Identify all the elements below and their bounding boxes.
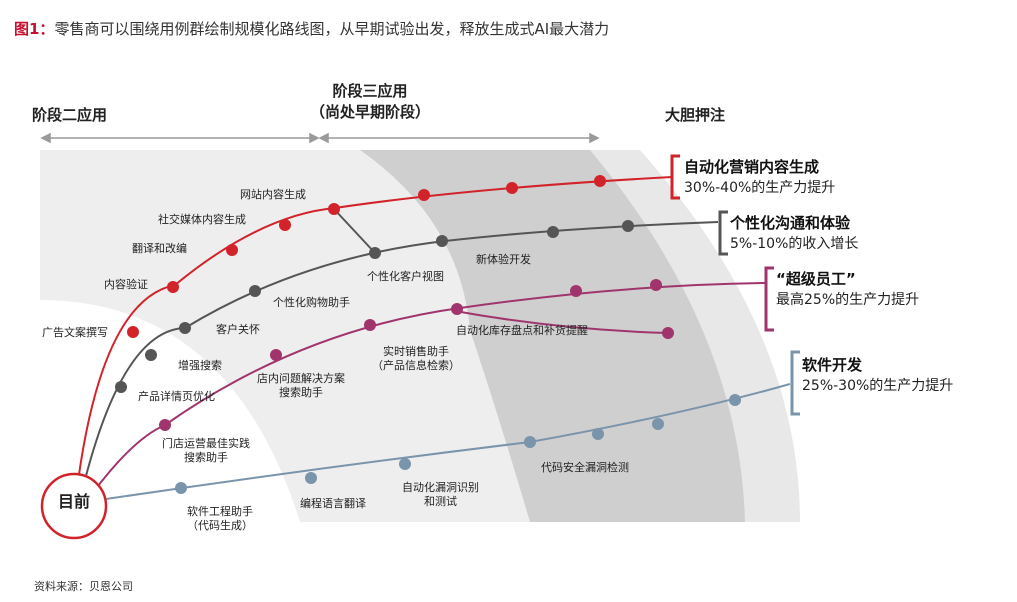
- track-dot: [650, 279, 662, 291]
- super-employee-track-dots: [159, 279, 674, 431]
- track-dot: [524, 436, 536, 448]
- track-dot: [592, 428, 604, 440]
- figure-title-lead: 图1：: [14, 20, 55, 38]
- track-dot: [547, 226, 559, 238]
- track-dot: [399, 458, 411, 470]
- source-note: 资料来源：贝恩公司: [34, 580, 133, 593]
- node-label-security-scan: 代码安全漏洞检测: [541, 461, 629, 474]
- figure-title: 图1：零售商可以围绕用例群绘制规模化路线图，从早期试验出发，释放生成式AI最大潜…: [14, 18, 609, 39]
- super-employee-branch: [454, 310, 669, 334]
- track-dot: [115, 381, 127, 393]
- super-employee-track-line: [83, 282, 766, 506]
- track-dot: [506, 182, 518, 194]
- current-zone: [40, 300, 300, 522]
- start-label: 目前: [57, 492, 90, 511]
- phase-three-arrow: [318, 132, 600, 144]
- personalization-track-dots: [115, 220, 634, 393]
- super-employee-bracket: [764, 266, 774, 332]
- node-label-customer-view: 个性化客户视图: [367, 270, 444, 283]
- track-dot: [436, 235, 448, 247]
- marketing-track-dots: [127, 175, 606, 338]
- node-label-ad-copy: 广告文案撰写: [42, 326, 108, 339]
- personalization-track-line: [79, 221, 719, 501]
- track-dot: [226, 244, 238, 256]
- track-dot: [662, 327, 674, 339]
- node-label-bug-detection: 自动化漏洞识别 和测试: [402, 481, 479, 508]
- track-dot: [328, 203, 340, 215]
- track-dot: [622, 220, 634, 232]
- super-employee-outcome-title: “超级员工”: [776, 270, 856, 288]
- marketing-outcome: 自动化营销内容生成 30%-40%的生产力提升: [684, 156, 835, 197]
- phase-three-note: （尚处早期阶段）: [309, 103, 430, 121]
- track-dot: [364, 319, 376, 331]
- figure-title-text: 零售商可以围绕用例群绘制规模化路线图，从早期试验出发，释放生成式AI最大潜力: [54, 20, 610, 38]
- marketing-outcome-title: 自动化营销内容生成: [684, 158, 820, 176]
- bold-bet-label: 大胆押注: [665, 106, 726, 124]
- node-label-website-content: 网站内容生成: [240, 188, 306, 201]
- marketing-outcome-subtitle: 30%-40%的生产力提升: [684, 180, 836, 196]
- software-outcome-subtitle: 25%-30%的生产力提升: [802, 378, 954, 394]
- node-label-language-translation: 编程语言翻译: [300, 497, 366, 510]
- personalization-branch: [333, 208, 376, 254]
- track-dot: [175, 482, 187, 494]
- node-label-shopping-assistant: 个性化购物助手: [273, 296, 350, 309]
- track-dot: [167, 281, 179, 293]
- super-employee-outcome: “超级员工” 最高25%的生产力提升: [776, 268, 919, 309]
- track-dot: [249, 285, 261, 297]
- track-dot: [145, 349, 157, 361]
- node-label-inventory: 自动化库存盘点和补货提醒: [456, 324, 588, 337]
- node-label-enhanced-search: 增强搜索: [178, 359, 222, 372]
- personalization-outcome-title: 个性化沟通和体验: [730, 214, 851, 232]
- track-dot: [270, 349, 282, 361]
- node-label-content-verification: 内容验证: [104, 278, 148, 291]
- node-label-social-content: 社交媒体内容生成: [158, 213, 246, 226]
- software-track-line: [85, 383, 791, 503]
- phase-three-label: 阶段三应用 （尚处早期阶段）: [290, 80, 450, 122]
- track-dot: [159, 419, 171, 431]
- node-label-code-assistant: 软件工程助手 （代码生成）: [187, 505, 253, 532]
- track-dot: [127, 326, 139, 338]
- software-track-dots: [175, 394, 741, 494]
- personalization-bracket: [718, 210, 728, 256]
- personalization-outcome: 个性化沟通和体验 5%-10%的收入增长: [730, 212, 858, 253]
- software-outcome: 软件开发 25%-30%的生产力提升: [802, 354, 953, 395]
- node-label-realtime-sales: 实时销售助手 （产品信息检索）: [372, 345, 460, 372]
- node-label-in-store-solutions: 店内问题解决方案 搜索助手: [257, 372, 345, 399]
- phase-two-label: 阶段二应用: [32, 106, 108, 124]
- phase-three-title: 阶段三应用: [332, 82, 408, 100]
- phase-two-arrow: [40, 132, 320, 144]
- track-dot: [369, 247, 381, 259]
- node-label-customer-care: 客户关怀: [216, 323, 260, 336]
- track-dot: [594, 175, 606, 187]
- track-dot: [451, 303, 463, 315]
- track-dot: [729, 394, 741, 406]
- marketing-bracket: [670, 154, 680, 200]
- personalization-outcome-subtitle: 5%-10%的收入增长: [730, 236, 859, 252]
- start-circle: [40, 472, 108, 540]
- track-dot: [418, 189, 430, 201]
- node-label-store-ops: 门店运营最佳实践 搜索助手: [162, 437, 250, 464]
- super-employee-outcome-subtitle: 最高25%的生产力提升: [776, 292, 920, 308]
- node-label-new-experience: 新体验开发: [476, 253, 531, 266]
- node-label-translation: 翻译和改编: [132, 242, 187, 255]
- track-dot: [652, 418, 664, 430]
- software-outcome-title: 软件开发: [802, 356, 863, 374]
- track-dot: [179, 322, 191, 334]
- software-bracket: [790, 350, 800, 416]
- track-dot: [279, 219, 291, 231]
- track-dot: [570, 285, 582, 297]
- node-label-pdp-optimization: 产品详情页优化: [138, 390, 215, 403]
- track-dot: [305, 472, 317, 484]
